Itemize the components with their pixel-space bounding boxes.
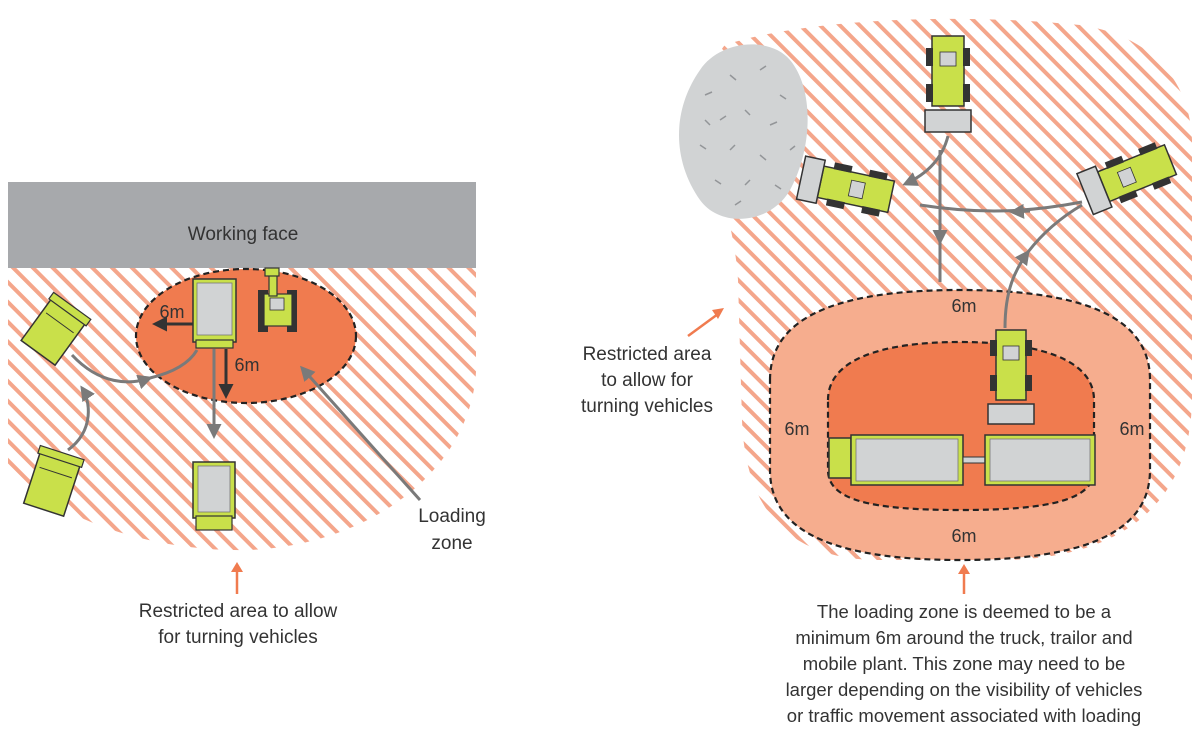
front-loader-icon-left (795, 155, 896, 217)
dimension-label-top: 6m (951, 296, 976, 316)
departing-truck-icon (192, 461, 236, 531)
working-face-block (8, 182, 476, 268)
rock-texture (699, 65, 796, 206)
turning-truck-icon-upper (20, 291, 92, 367)
path-arrow-loader-out (1003, 249, 1030, 329)
right-caption-line4: larger depending on the visibility of ve… (785, 679, 1143, 700)
dimension-label-front: 6m (234, 355, 259, 375)
dimension-label-left: 6m (784, 419, 809, 439)
loading-zone-label-line2: zone (431, 533, 472, 554)
front-loader-icon-loading (987, 329, 1035, 425)
front-loader-icon-top (924, 35, 972, 133)
front-loader-icon-right (1075, 142, 1178, 216)
left-caption: Restricted area to allow for turning veh… (98, 599, 378, 651)
restricted-label-line2: to allow for (601, 370, 694, 391)
excavator-icon (258, 267, 297, 332)
restricted-label-line1: Restricted area (583, 344, 712, 365)
turning-path-arrow-lower (67, 385, 95, 452)
path-arrow-loader-out-link (1026, 203, 1083, 253)
truck-and-trailer-icon (828, 434, 1096, 486)
approach-path-link (149, 349, 199, 380)
right-caption-line3: mobile plant. This zone may need to be (802, 653, 1126, 674)
restricted-hatch-area-left (8, 268, 476, 551)
right-caption-line1: The loading zone is deemed to be a (816, 601, 1112, 622)
path-arrow-to-left-loader (902, 135, 950, 186)
right-diagram: 6m 6m 6m 6m Restricted area to allow for… (581, 18, 1192, 594)
right-caption: The loading zone is deemed to be a minim… (730, 599, 1198, 729)
working-face-label: Working face (188, 224, 299, 245)
approach-path-arrow (70, 353, 153, 390)
dimension-label-right: 6m (1119, 419, 1144, 439)
turning-truck-icon-lower (22, 444, 85, 518)
right-caption-line2: minimum 6m around the truck, trailor and (795, 627, 1133, 648)
loading-zone-left (134, 267, 358, 405)
left-caption-line1: Restricted area to allow (138, 601, 338, 622)
dimension-label-side: 6m (159, 302, 184, 322)
dimension-label-bottom: 6m (951, 526, 976, 546)
left-diagram: Working face 6m 6m (8, 182, 486, 594)
loading-zone-label-line1: Loading (418, 506, 486, 527)
path-arrow-horizontal-head (1009, 203, 1031, 219)
right-caption-line5: or traffic movement associated with load… (786, 705, 1142, 726)
loading-zone-pointer-arrow (300, 365, 422, 501)
rock-pile (679, 44, 808, 219)
restricted-pointer-arrow (687, 312, 719, 338)
truck-icon (192, 278, 237, 349)
restricted-label-line3: turning vehicles (581, 396, 713, 417)
left-caption-line2: for turning vehicles (158, 627, 318, 648)
